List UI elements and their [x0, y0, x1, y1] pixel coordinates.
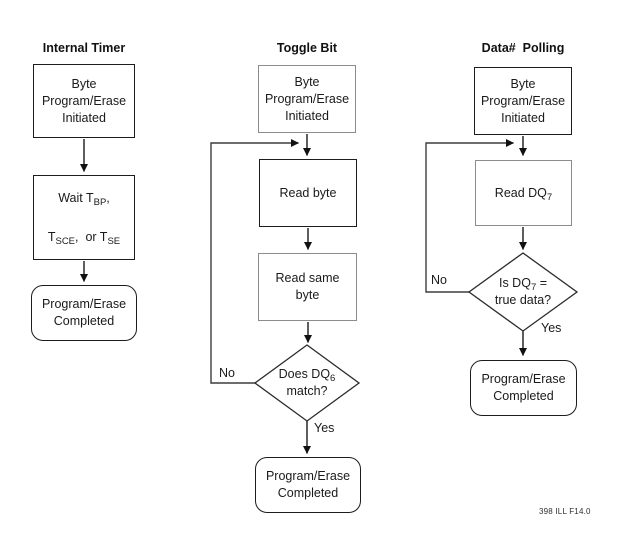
- toggle-completed-box: Program/Erase Completed: [255, 457, 361, 513]
- timer-wait-line1: Wait TBP,: [58, 191, 110, 208]
- polling-read-dq7-box: Read DQ7: [475, 160, 572, 226]
- loop-polling-no-feedback: [425, 139, 514, 293]
- polling-no-label: No: [431, 273, 447, 287]
- decision-diamond-toggle: [253, 344, 361, 422]
- timer-wait-box: Wait TBP, TSCE, or TSE: [33, 175, 135, 260]
- timer-initiated-box: Byte Program/Erase Initiated: [33, 64, 135, 138]
- decision-diamond-polling: [467, 252, 579, 332]
- toggle-initiated-box: Byte Program/Erase Initiated: [258, 65, 356, 133]
- figure-reference-note: 398 ILL F14.0: [539, 507, 591, 516]
- toggle-read-byte-box: Read byte: [259, 159, 357, 227]
- timer-wait-line2: TSCE, or TSE: [47, 230, 121, 247]
- column-title-toggle-bit: Toggle Bit: [276, 41, 338, 55]
- polling-initiated-box: Byte Program/Erase Initiated: [474, 67, 572, 135]
- polling-yes-label: Yes: [541, 321, 562, 335]
- loop-toggle-no-feedback: [210, 139, 299, 384]
- column-title-data-polling: Data# Polling: [481, 41, 565, 55]
- toggle-read-same-byte-box: Read same byte: [258, 253, 357, 321]
- polling-completed-box: Program/Erase Completed: [470, 360, 577, 416]
- toggle-yes-label: Yes: [314, 421, 335, 435]
- toggle-no-label: No: [219, 366, 235, 380]
- column-title-internal-timer: Internal Timer: [42, 41, 126, 55]
- timer-completed-box: Program/Erase Completed: [31, 285, 137, 341]
